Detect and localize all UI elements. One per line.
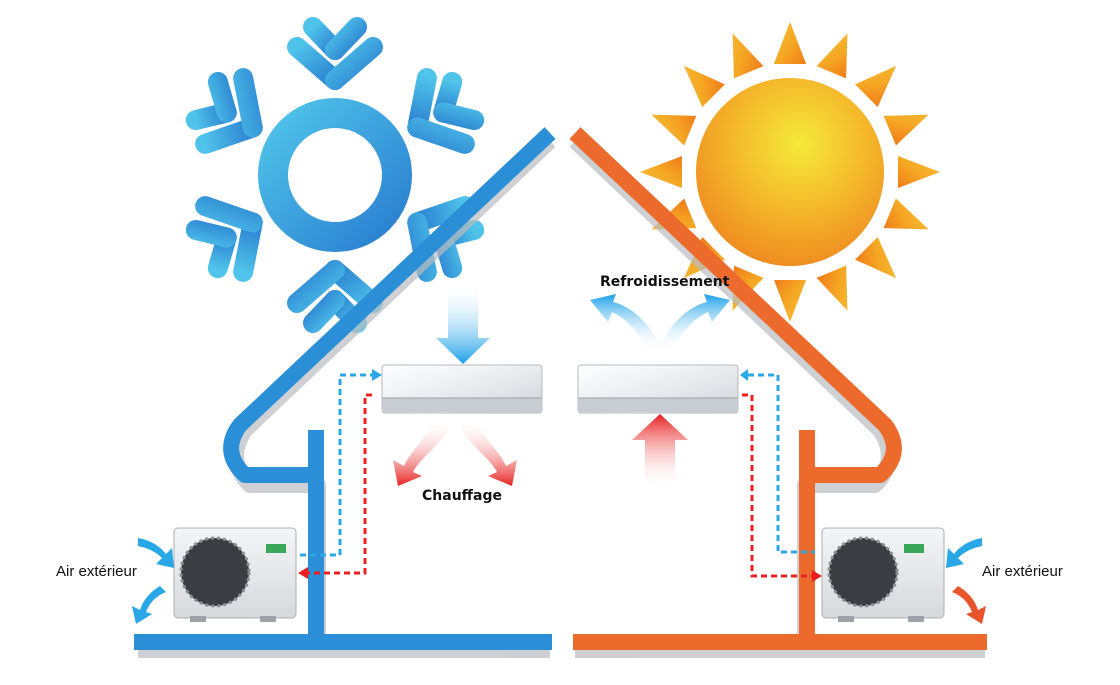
outdoor-unit-right [821,527,945,622]
cooling-label: Refroidissement [600,274,730,290]
outdoor-air-label-left: Air extérieur [56,563,137,580]
cold-air-in-arrow [436,282,490,364]
sun-icon [640,22,940,322]
refrigerant-lines [300,373,815,578]
outdoor-air-arrows-right [946,538,986,624]
outdoor-air-arrows-left [132,538,174,624]
cold-house-floor [134,634,552,650]
refrigerant-arrowheads [298,369,822,582]
outdoor-unit-left [173,527,297,622]
indoor-unit-right [577,364,739,414]
hot-air-in-arrow [632,414,688,490]
indoor-unit-left [381,364,543,414]
snowflake-icon [186,15,484,325]
hot-air-out-arrows [393,418,517,486]
outdoor-air-label-right: Air extérieur [982,563,1063,580]
heating-label: Chauffage [422,488,502,504]
warm-house-floor [573,634,987,650]
cold-air-out-arrows [590,294,730,352]
